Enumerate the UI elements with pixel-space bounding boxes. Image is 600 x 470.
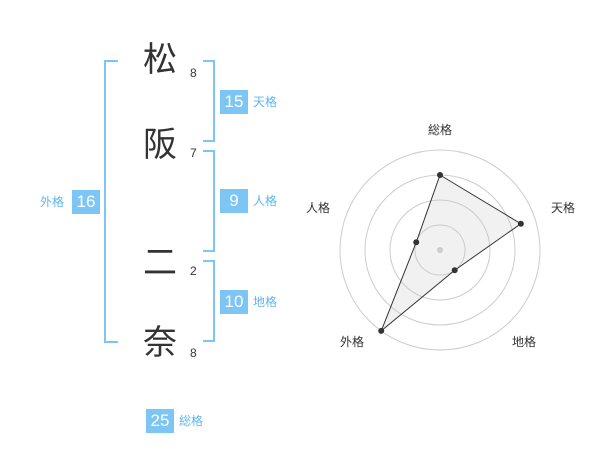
radar-rings [339, 149, 541, 351]
radar-axis-label-gaikaku: 外格 [340, 334, 364, 349]
name-char-3: 二 [143, 243, 177, 283]
gaikaku-label: 外格 [40, 195, 65, 209]
name-char-1: 松 [143, 40, 177, 80]
radar-points [378, 172, 524, 334]
radar-axis-label-jinkaku: 人格 [306, 200, 330, 215]
radar-point-0 [437, 172, 443, 178]
soukaku-label: 総格 [179, 414, 204, 428]
radar-ring [339, 149, 541, 351]
gaikaku-value: 16 [72, 190, 100, 214]
radar-center-dot [437, 247, 443, 253]
stroke-count-1: 8 [190, 66, 197, 80]
radar-chart: 総格 天格 地格 外格 人格 [306, 122, 575, 351]
soukaku-value: 25 [146, 409, 174, 433]
name-char-2: 阪 [143, 125, 177, 165]
stroke-count-4: 8 [190, 346, 197, 360]
chikaku-label: 地格 [253, 295, 278, 309]
radar-ring [389, 199, 491, 301]
stroke-count-2: 7 [190, 146, 197, 160]
radar-ring [414, 224, 466, 276]
radar-point-3 [378, 327, 385, 334]
radar-axis-label-soukaku: 総格 [428, 122, 452, 137]
tenkaku-bracket [203, 60, 215, 142]
name-char-4: 奈 [143, 323, 177, 363]
stroke-count-3: 2 [190, 264, 197, 278]
jinkaku-label: 人格 [253, 194, 278, 208]
chikaku-value: 10 [220, 290, 248, 314]
jinkaku-value: 9 [220, 189, 248, 213]
tenkaku-label: 天格 [253, 95, 278, 109]
jinkaku-bracket [203, 150, 215, 252]
radar-point-4 [413, 239, 420, 246]
radar-axis-label-tenkaku: 天格 [551, 200, 575, 215]
radar-polygon [380, 174, 522, 332]
radar-point-2 [451, 267, 458, 274]
tenkaku-value: 15 [220, 90, 248, 114]
chikaku-bracket [203, 260, 215, 342]
radar-axis-label-chikaku: 地格 [512, 334, 536, 349]
radar-point-1 [517, 220, 524, 227]
gaikaku-bracket [104, 60, 118, 343]
